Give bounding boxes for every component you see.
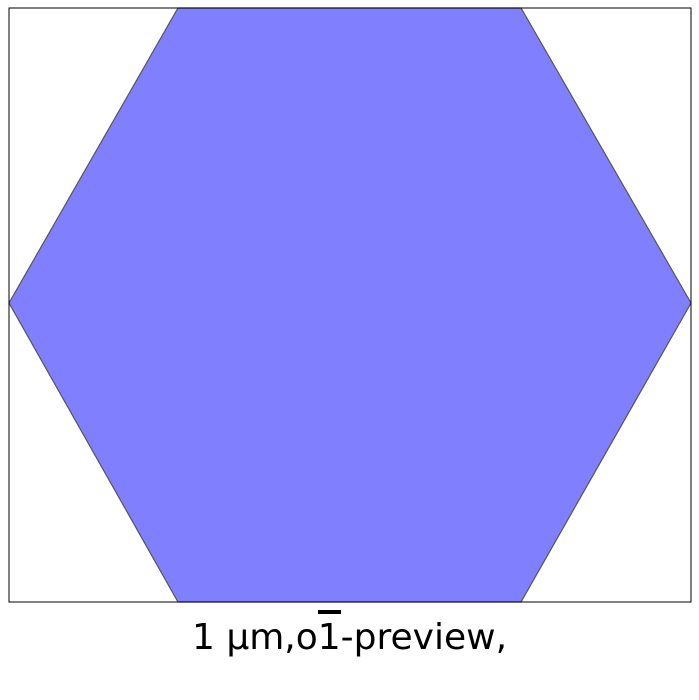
caption-suffix: -preview, <box>340 617 508 658</box>
caption-overlined-digit: 1 <box>317 610 341 659</box>
plot-frame-border <box>8 7 692 603</box>
caption-prefix: 1 µm,o <box>191 617 318 658</box>
figure-caption: 1 µm,o1-preview, <box>0 610 699 659</box>
